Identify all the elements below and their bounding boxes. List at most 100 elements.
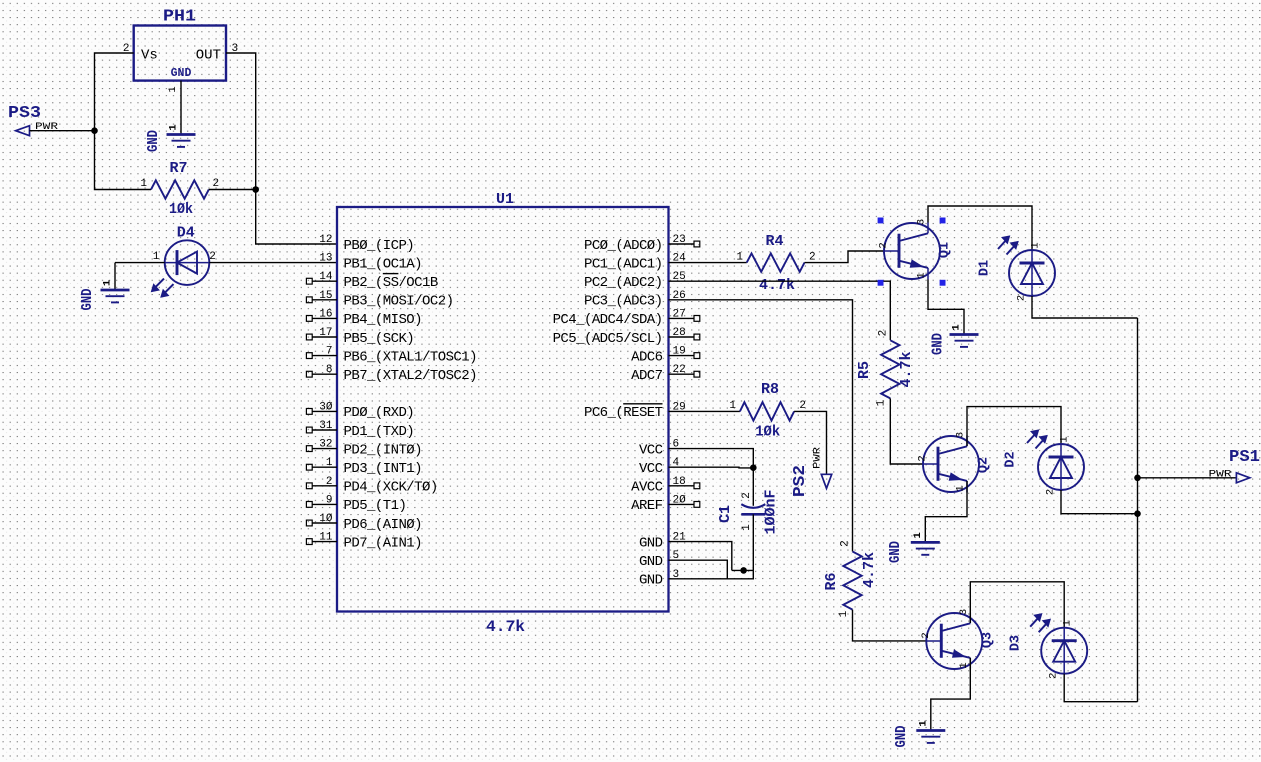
svg-text:1: 1 xyxy=(958,662,970,668)
svg-text:22: 22 xyxy=(673,364,686,376)
svg-text:2: 2 xyxy=(920,632,932,638)
svg-text:1: 1 xyxy=(168,124,180,130)
svg-text:2: 2 xyxy=(123,43,130,55)
svg-text:2: 2 xyxy=(1016,295,1028,301)
svg-text:4.7k: 4.7k xyxy=(898,351,915,387)
svg-text:2: 2 xyxy=(799,400,806,412)
svg-text:GND: GND xyxy=(639,535,663,551)
svg-text:1: 1 xyxy=(955,485,967,491)
svg-text:31: 31 xyxy=(319,420,333,432)
svg-text:16: 16 xyxy=(319,308,332,320)
svg-text:2: 2 xyxy=(917,455,929,461)
svg-text:1: 1 xyxy=(736,252,743,264)
svg-text:Q1: Q1 xyxy=(938,242,953,258)
svg-text:8: 8 xyxy=(326,364,333,376)
svg-text:1: 1 xyxy=(167,86,179,92)
svg-text:PWR: PWR xyxy=(35,121,59,133)
svg-text:1: 1 xyxy=(912,532,924,538)
svg-text:3: 3 xyxy=(955,432,967,438)
svg-text:PWR: PWR xyxy=(812,446,824,469)
svg-text:13: 13 xyxy=(319,253,332,265)
svg-text:VCC: VCC xyxy=(639,442,663,458)
svg-text:Vs: Vs xyxy=(141,47,158,63)
svg-text:PD4_(XCK/TØ): PD4_(XCK/TØ) xyxy=(344,480,438,496)
svg-text:2: 2 xyxy=(209,251,216,263)
svg-text:GND: GND xyxy=(145,130,162,152)
svg-text:R5: R5 xyxy=(856,361,873,379)
svg-text:12: 12 xyxy=(319,234,332,246)
svg-text:PB1_(OC1A): PB1_(OC1A) xyxy=(344,256,423,272)
svg-text:29: 29 xyxy=(673,401,686,413)
svg-text:GND: GND xyxy=(893,726,910,748)
svg-text:1: 1 xyxy=(917,720,929,726)
svg-text:PCØ_(ADCØ): PCØ_(ADCØ) xyxy=(584,238,663,254)
svg-text:D4: D4 xyxy=(177,225,195,242)
svg-text:3: 3 xyxy=(232,43,239,55)
svg-text:5: 5 xyxy=(673,550,680,562)
svg-text:PC2_(ADC2): PC2_(ADC2) xyxy=(584,275,663,291)
svg-text:PB3_(MOSI/OC2): PB3_(MOSI/OC2) xyxy=(344,294,454,310)
svg-text:D3: D3 xyxy=(1009,635,1024,651)
svg-text:R6: R6 xyxy=(823,572,840,590)
svg-text:PD6_(AINØ): PD6_(AINØ) xyxy=(344,517,423,533)
svg-text:PB6_(XTAL1/TOSC1): PB6_(XTAL1/TOSC1) xyxy=(344,349,477,365)
svg-text:3: 3 xyxy=(958,609,970,615)
svg-text:Q3: Q3 xyxy=(981,632,996,648)
svg-text:1: 1 xyxy=(153,251,160,263)
svg-text:1: 1 xyxy=(326,457,333,469)
svg-text:C1: C1 xyxy=(717,505,734,523)
svg-text:2: 2 xyxy=(840,540,852,547)
svg-text:D1: D1 xyxy=(978,260,993,276)
svg-text:1: 1 xyxy=(916,272,928,278)
svg-text:PB5_(SCK): PB5_(SCK) xyxy=(344,331,415,347)
svg-text:ADC6: ADC6 xyxy=(631,349,663,365)
svg-text:PD3_(INT1): PD3_(INT1) xyxy=(344,461,423,477)
svg-text:VCC: VCC xyxy=(639,461,663,477)
svg-text:1Øk: 1Øk xyxy=(169,201,193,218)
svg-text:AVCC: AVCC xyxy=(631,480,663,496)
svg-text:AREF: AREF xyxy=(631,498,663,514)
svg-text:PDØ_(RXD): PDØ_(RXD) xyxy=(344,405,415,421)
svg-text:2: 2 xyxy=(878,330,890,337)
svg-text:23: 23 xyxy=(673,234,686,246)
svg-text:18: 18 xyxy=(673,476,686,488)
svg-text:GND: GND xyxy=(639,573,663,589)
svg-text:1: 1 xyxy=(729,400,736,412)
svg-text:15: 15 xyxy=(319,290,332,302)
svg-text:PWR: PWR xyxy=(1209,469,1233,481)
svg-text:4: 4 xyxy=(673,457,680,469)
svg-text:1: 1 xyxy=(1030,242,1042,248)
svg-text:1: 1 xyxy=(1059,436,1071,442)
svg-text:GND: GND xyxy=(887,541,904,563)
svg-text:R4: R4 xyxy=(765,233,783,250)
svg-text:2Ø: 2Ø xyxy=(673,494,687,506)
svg-text:26: 26 xyxy=(673,290,686,302)
svg-text:1: 1 xyxy=(838,610,850,617)
svg-text:2: 2 xyxy=(878,242,890,248)
svg-text:9: 9 xyxy=(326,494,333,506)
svg-text:7: 7 xyxy=(326,346,333,358)
svg-text:32: 32 xyxy=(319,439,332,451)
svg-text:4.7k: 4.7k xyxy=(759,277,795,294)
svg-text:PC5_(ADC5/SCL): PC5_(ADC5/SCL) xyxy=(553,331,663,347)
svg-text:PBØ_(ICP): PBØ_(ICP) xyxy=(344,238,415,254)
svg-text:3Ø: 3Ø xyxy=(319,401,333,413)
svg-text:PB7_(XTAL2/TOSC2): PB7_(XTAL2/TOSC2) xyxy=(344,368,477,384)
svg-text:PD5_(T1): PD5_(T1) xyxy=(344,498,407,514)
svg-text:GND: GND xyxy=(930,333,947,355)
svg-text:1ØØnF: 1ØØnF xyxy=(763,489,780,534)
svg-text:3: 3 xyxy=(916,219,928,225)
svg-text:4.7k: 4.7k xyxy=(861,552,878,588)
svg-text:OUT: OUT xyxy=(196,47,221,63)
svg-text:4.7k: 4.7k xyxy=(486,618,525,636)
svg-text:GND: GND xyxy=(639,554,663,570)
svg-text:19: 19 xyxy=(673,346,686,358)
svg-text:1Øk: 1Øk xyxy=(755,424,780,441)
svg-text:PC4_(ADC4/SDA): PC4_(ADC4/SDA) xyxy=(553,312,663,328)
svg-text:GND: GND xyxy=(171,67,192,80)
svg-text:1: 1 xyxy=(140,178,147,190)
svg-text:ADC7: ADC7 xyxy=(631,368,663,384)
svg-text:21: 21 xyxy=(673,532,687,544)
svg-text:3: 3 xyxy=(673,569,680,581)
svg-text:Q2: Q2 xyxy=(977,457,992,473)
